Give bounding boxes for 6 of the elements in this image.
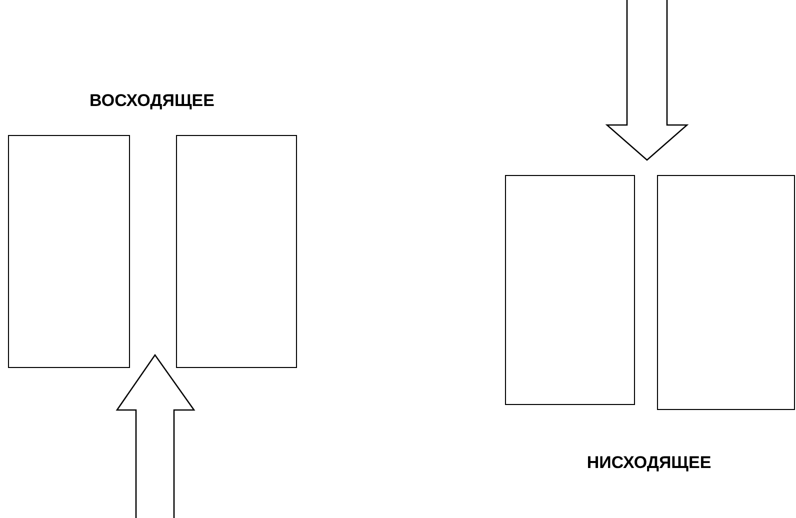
direction-label: ВОСХОДЯЩЕЕ: [90, 91, 214, 111]
rectangle-block: [176, 135, 297, 368]
direction-label: НИСХОДЯЩЕЕ: [586, 453, 712, 473]
rectangle-block: [8, 135, 130, 368]
rectangle-block: [657, 175, 795, 410]
rectangle-block: [505, 175, 635, 405]
